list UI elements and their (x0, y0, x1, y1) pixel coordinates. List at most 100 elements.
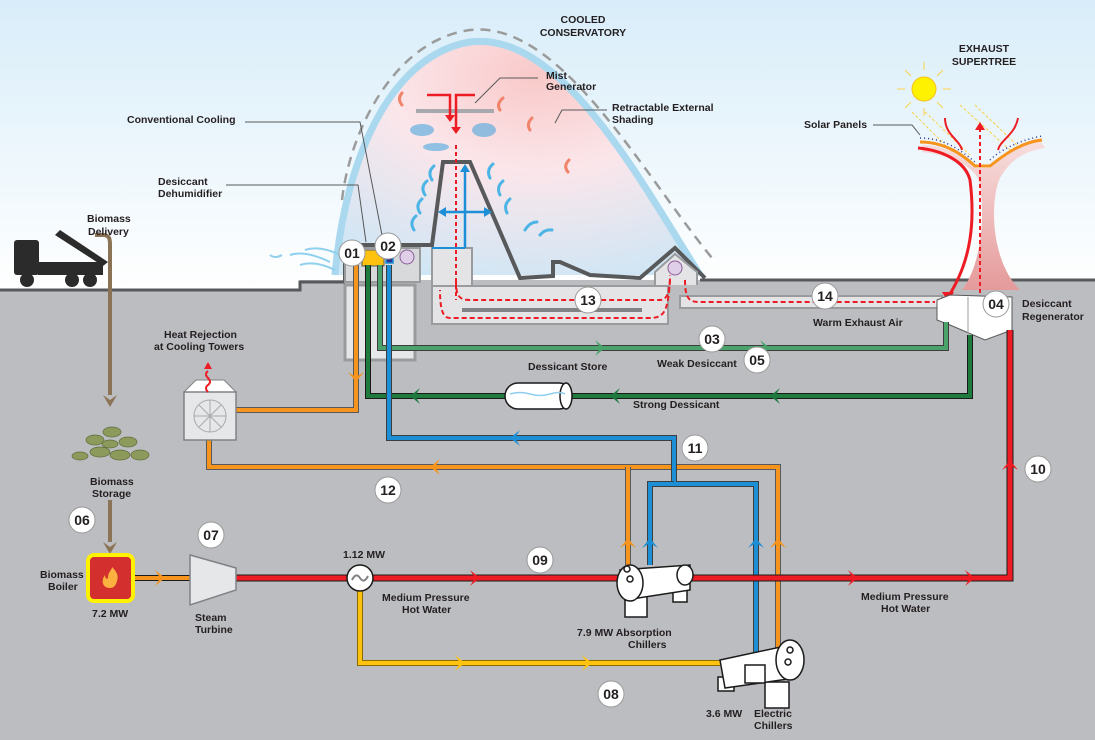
weak-desiccant-pipe (378, 265, 948, 350)
marker-13: 13 (574, 286, 602, 314)
marker-14: 14 (811, 282, 839, 310)
biomass-feed (95, 233, 112, 395)
cooling-tower (182, 362, 238, 441)
label-biomass-storage-2: Storage (92, 488, 131, 500)
marker-05: 05 (743, 346, 771, 374)
svg-text:03: 03 (704, 331, 720, 347)
marker-11: 11 (681, 434, 709, 462)
label-steam-turbine-1: Steam (195, 612, 227, 624)
fan-icon (399, 249, 415, 265)
chilled-water-pipe (387, 265, 758, 670)
svg-text:09: 09 (532, 552, 548, 568)
label-conventional-cooling: Conventional Cooling (127, 114, 236, 126)
svg-text:06: 06 (74, 512, 90, 528)
label-desiccant-regenerator-2: Regenerator (1022, 311, 1084, 323)
label-absorption-chillers-1: 7.9 MW Absorption (577, 627, 672, 639)
pipes (95, 233, 1014, 670)
label-dessicant-store: Dessicant Store (528, 361, 608, 373)
label-steam-turbine-2: Turbine (195, 624, 233, 636)
retractable-shading (340, 28, 713, 259)
mist-spray (410, 123, 496, 151)
svg-text:05: 05 (749, 352, 765, 368)
marker-04: 04 (982, 290, 1010, 318)
label-desiccant-dehumidifier-2: Dehumidifier (158, 188, 222, 200)
label-electric-chillers-1: Electric (754, 708, 792, 720)
svg-text:07: 07 (203, 527, 219, 543)
supertree-title-2: SUPERTREE (952, 56, 1016, 68)
flow-chevrons (103, 340, 1018, 671)
label-heat-rejection-1: Heat Rejection (164, 329, 237, 341)
marker-06: 06 (68, 506, 96, 534)
marker-01: 01 (338, 239, 366, 267)
label-heat-rejection-2: at Cooling Towers (154, 341, 244, 353)
svg-text:08: 08 (603, 686, 619, 702)
label-mphw-left-1: Medium Pressure (382, 592, 470, 604)
biomass-boiler (86, 553, 135, 603)
conservatory-title-1: COOLED (561, 14, 606, 26)
label-mist-generator-2: Generator (546, 81, 596, 93)
svg-text:13: 13 (580, 292, 596, 308)
generator (346, 564, 374, 592)
marker-12: 12 (374, 476, 402, 504)
supertree-title-1: EXHAUST (959, 43, 1010, 55)
marker-09: 09 (526, 546, 554, 574)
label-desiccant-dehumidifier-1: Desiccant (158, 176, 208, 188)
callout-lines (226, 77, 921, 243)
air-flow-arrows (398, 91, 571, 237)
svg-text:01: 01 (344, 245, 360, 261)
strong-desiccant-pipe (366, 265, 972, 398)
label-biomass-delivery-1: Biomass (87, 213, 131, 225)
label-desiccant-regenerator-1: Desiccant (1022, 298, 1072, 310)
marker-07: 07 (197, 521, 225, 549)
electric-line (358, 590, 720, 665)
steam-turbine (189, 554, 237, 607)
absorption-chiller (616, 564, 694, 618)
svg-text:10: 10 (1030, 461, 1046, 477)
condenser-pipe-2 (207, 440, 780, 670)
label-biomass-delivery-2: Delivery (88, 226, 129, 238)
labels: COOLED CONSERVATORY EXHAUST SUPERTREE Co… (40, 14, 1084, 732)
exhaust-supertree (897, 62, 1045, 302)
hot-water-pipe (236, 330, 1013, 581)
svg-text:02: 02 (380, 238, 396, 254)
marker-03: 03 (698, 325, 726, 353)
marker-02: 02 (374, 232, 402, 260)
condenser-pipe-1 (236, 265, 358, 412)
dessicant-store-tank (504, 382, 573, 410)
label-mphw-left-2: Hot Water (402, 604, 451, 616)
svg-text:04: 04 (988, 296, 1004, 312)
label-weak-desiccant: Weak Desiccant (657, 358, 737, 370)
label-absorption-chillers-2: Chillers (628, 639, 667, 651)
marker-10: 10 (1024, 455, 1052, 483)
marker-08: 08 (597, 680, 625, 708)
conservatory-title-2: CONSERVATORY (540, 27, 626, 39)
biomass-storage-pile (71, 426, 150, 461)
label-biomass-boiler-1: Biomass (40, 569, 84, 581)
label-generator-power: 1.12 MW (343, 549, 385, 561)
electric-chiller (717, 639, 805, 709)
label-electric-chillers-2: Chillers (754, 720, 793, 732)
label-mist-generator-1: Mist (546, 70, 568, 82)
delivery-truck-icon (14, 230, 108, 287)
label-mphw-right-2: Hot Water (881, 603, 930, 615)
label-strong-dessicant: Strong Dessicant (633, 399, 720, 411)
label-biomass-boiler-2: Boiler (48, 581, 78, 593)
label-biomass-storage-1: Biomass (90, 476, 134, 488)
flame-icon (102, 567, 118, 588)
svg-text:14: 14 (817, 288, 833, 304)
label-retractable-shading-2: Shading (612, 114, 653, 126)
svg-text:11: 11 (688, 440, 703, 456)
intake-air (269, 247, 341, 271)
ac-wave-icon (351, 574, 369, 582)
step-markers: 01 02 03 04 05 06 07 08 09 10 11 12 13 1… (68, 232, 1052, 708)
label-retractable-shading-1: Retractable External (612, 102, 714, 114)
svg-text:12: 12 (380, 482, 396, 498)
label-mphw-right-1: Medium Pressure (861, 591, 949, 603)
sun-icon (911, 76, 937, 102)
exhaust-fan-icon (667, 260, 683, 276)
label-solar-panels: Solar Panels (804, 119, 867, 131)
label-boiler-power: 7.2 MW (92, 608, 128, 620)
label-electric-power: 3.6 MW (706, 708, 742, 720)
